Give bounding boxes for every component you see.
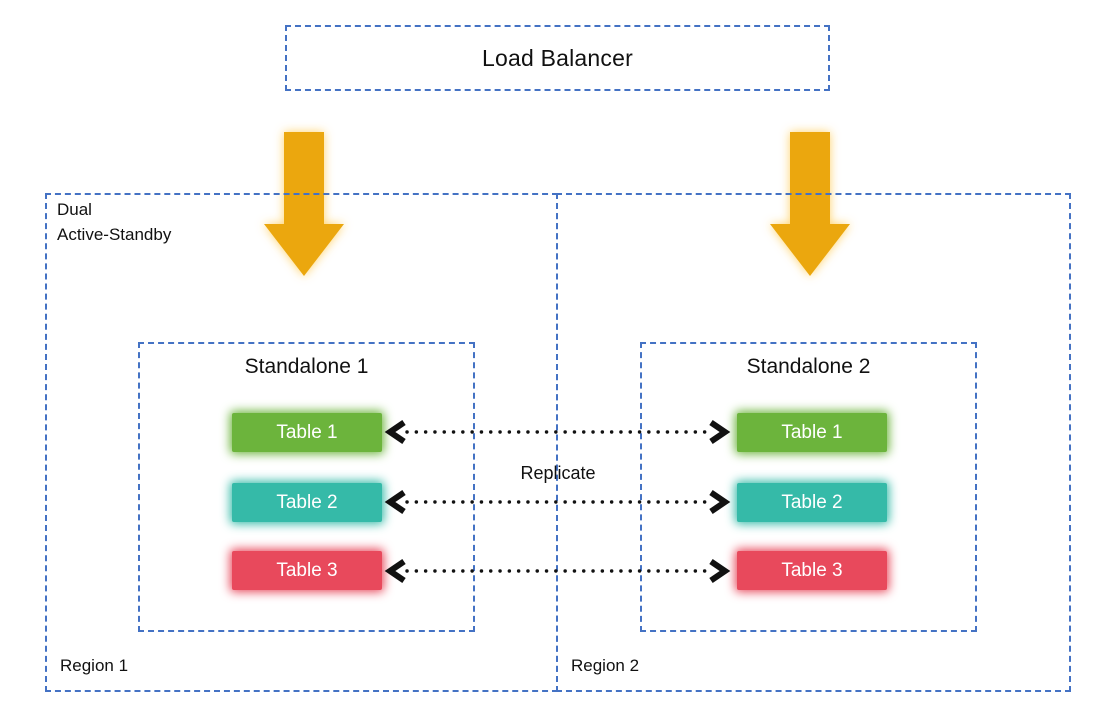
down-arrow-right-icon	[770, 132, 850, 276]
table-3-chip-left: Table 3	[232, 551, 382, 590]
region-2-label: Region 2	[571, 656, 640, 675]
standalone-2-label: Standalone 2	[746, 355, 871, 378]
region-1-label: Region 1	[60, 656, 129, 675]
table-3-chip-right: Table 3	[737, 551, 887, 590]
table-1-chip-right: Table 1	[737, 413, 887, 452]
load-balancer-box: Load Balancer	[285, 25, 830, 91]
mode-label-line2: Active-Standby	[57, 225, 172, 244]
standalone-1-box	[138, 342, 475, 632]
region-2-box	[556, 193, 1071, 692]
table-2-chip-right: Table 2	[737, 483, 887, 522]
standalone-1-label: Standalone 1	[244, 355, 369, 378]
dual-active-standby-label: Dual Active-Standby	[57, 197, 171, 247]
replicate-arrow-1-icon	[384, 420, 731, 444]
down-arrow-left-icon	[264, 132, 344, 276]
table-2-chip-left: Table 2	[232, 483, 382, 522]
replicate-arrow-3-icon	[384, 559, 731, 583]
mode-label-line1: Dual	[57, 200, 92, 219]
replicate-arrow-2-icon	[384, 490, 731, 514]
table-1-chip-left: Table 1	[232, 413, 382, 452]
replicate-label: Replicate	[520, 463, 596, 483]
standalone-2-box	[640, 342, 977, 632]
load-balancer-label: Load Balancer	[482, 44, 633, 71]
